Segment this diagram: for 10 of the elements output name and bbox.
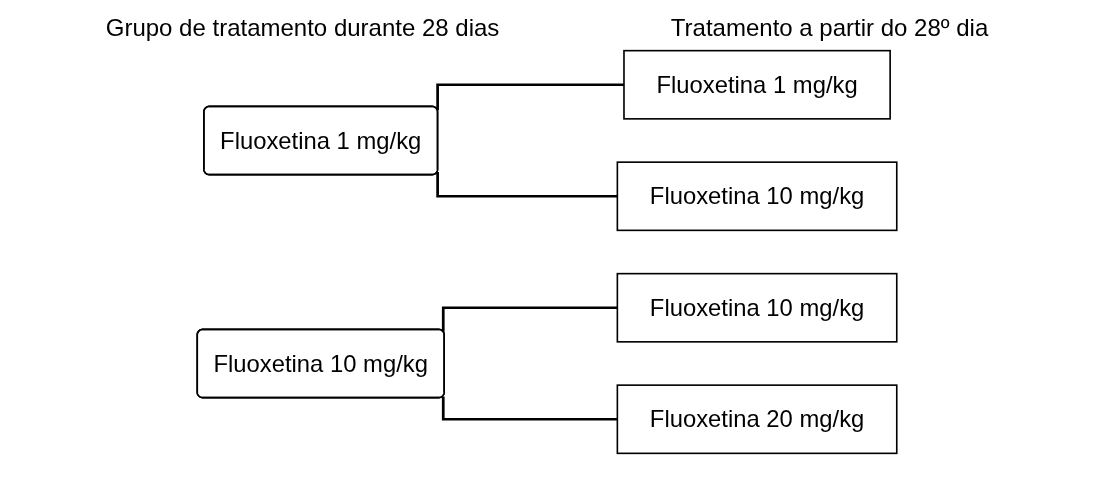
column-heading: Tratamento a partir do 28º dia [670,14,989,42]
node-box: Fluoxetina 10 mg/kg [616,272,898,343]
connector [436,171,618,198]
node-box: Fluoxetina 1 mg/kg [623,49,891,120]
connector [441,306,618,332]
column-heading: Grupo de tratamento durante 28 dias [105,14,500,42]
node-box: Fluoxetina 10 mg/kg [616,161,898,232]
connector [441,396,618,421]
connector [436,83,624,111]
node-box: Fluoxetina 20 mg/kg [616,384,898,455]
